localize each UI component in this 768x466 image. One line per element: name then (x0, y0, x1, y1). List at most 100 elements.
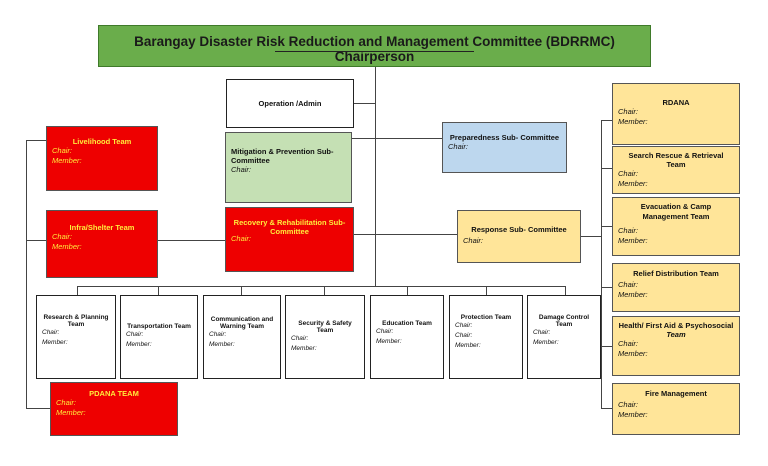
protection-team-label: Protection Team (460, 314, 512, 321)
relief-member-label: Member: (618, 290, 648, 299)
bdrrmc-chairperson-box: Barangay Disaster Risk Reduction and Man… (98, 25, 651, 67)
drop-education (407, 286, 408, 295)
operation-connector (354, 103, 375, 104)
health-firstaid-team-label: Health/ First Aid & Psychosocial (618, 321, 734, 330)
fire-management-label: Fire Management (645, 389, 707, 398)
response-subcommittee-label: Response Sub- Committee (471, 225, 567, 234)
research-planning-team-label: Research & Planning Team (43, 314, 109, 328)
left-tick-livelihood (26, 140, 46, 141)
protection-chair-label-1: Chair: (455, 322, 473, 329)
transportation-chair-label: Chair: (126, 331, 144, 338)
drop-protection (486, 286, 487, 295)
livelihood-team-box: Livelihood Team Chair: Member: (46, 126, 158, 191)
search-rescue-team-box: Search Rescue & Retrieval Team Chair: Me… (612, 146, 740, 194)
recovery-subcommittee-box: Recovery & Rehabilitation Sub-Committee … (225, 207, 354, 272)
fire-member-label: Member: (618, 410, 648, 419)
evacuation-camp-team-box: Evacuation & Camp Management Team Chair:… (612, 197, 740, 256)
education-team-box: Education Team Chair: Member: (370, 295, 444, 379)
mitigation-subcommittee-box: Mitigation & Prevention Sub-Committee Ch… (225, 132, 352, 203)
damage-member-label: Member: (533, 339, 559, 346)
research-member-label: Member: (42, 339, 68, 346)
pdana-chair-label: Chair: (56, 398, 77, 407)
operation-admin-label: Operation /Admin (258, 99, 322, 108)
transportation-team-label: Transportation Team (127, 323, 191, 330)
communication-warning-team-label: Communication and Warning Team (210, 316, 274, 330)
pdana-team-box: PDANA TEAM Chair: Member: (50, 382, 178, 436)
right-tick-relief (601, 287, 612, 288)
response-to-right (581, 236, 601, 237)
damage-control-team-label: Damage Control Team (538, 314, 590, 328)
pdana-member-label: Member: (56, 408, 86, 417)
bottom-bus-line (77, 286, 566, 287)
drop-damage (565, 286, 566, 295)
livelihood-team-label: Livelihood Team (72, 137, 132, 146)
trunk-line (375, 67, 376, 287)
drop-research (77, 286, 78, 295)
right-tick-fire (601, 408, 612, 409)
pdana-team-label: PDANA TEAM (89, 389, 139, 398)
livelihood-member-label: Member: (52, 156, 82, 165)
relief-distribution-team-label: Relief Distribution Team (633, 269, 719, 278)
drop-security (324, 286, 325, 295)
search-chair-label: Chair: (618, 169, 639, 178)
infra-shelter-team-box: Infra/Shelter Team Chair: Member: (46, 210, 158, 278)
right-tick-evacuation (601, 226, 612, 227)
right-tick-rdana (601, 120, 612, 121)
left-bracket-line (26, 140, 27, 408)
transportation-member-label: Member: (126, 341, 152, 348)
rdana-label: RDANA (662, 98, 690, 107)
right-bracket-line (601, 120, 602, 408)
response-subcommittee-box: Response Sub- Committee Chair: (457, 210, 581, 263)
search-rescue-team-label: Search Rescue & Retrieval Team (628, 151, 724, 169)
recovery-connector (354, 234, 458, 235)
health-chair-label: Chair: (618, 339, 639, 348)
mitigation-connector (352, 138, 442, 139)
education-team-label: Education Team (382, 320, 432, 327)
preparedness-subcommittee-box: Preparedness Sub- Committee Chair: (442, 122, 567, 173)
page-title: Barangay Disaster Risk Reduction and Man… (134, 34, 615, 64)
rdana-box: RDANA Chair: Member: (612, 83, 740, 145)
recovery-subcommittee-label: Recovery & Rehabilitation Sub-Committee (233, 218, 346, 236)
communication-member-label: Member: (209, 341, 235, 348)
security-safety-team-label: Security & Safety Team (298, 320, 352, 334)
right-tick-health (601, 346, 612, 347)
research-chair-label: Chair: (42, 329, 60, 336)
relief-distribution-team-box: Relief Distribution Team Chair: Member: (612, 263, 740, 312)
livelihood-chair-label: Chair: (52, 146, 73, 155)
mitigation-chair-label: Chair: (231, 165, 252, 174)
education-chair-label: Chair: (376, 328, 394, 335)
response-chair-label: Chair: (463, 236, 484, 245)
title-signature-line (275, 51, 474, 52)
research-planning-team-box: Research & Planning Team Chair: Member: (36, 295, 116, 379)
recovery-chair-label: Chair: (231, 234, 252, 243)
evacuation-chair-label: Chair: (618, 226, 639, 235)
rdana-member-label: Member: (618, 117, 648, 126)
health-team-suffix: Team (666, 330, 686, 339)
evacuation-member-label: Member: (618, 236, 648, 245)
communication-chair-label: Chair: (209, 331, 227, 338)
rdana-chair-label: Chair: (618, 107, 639, 116)
relief-chair-label: Chair: (618, 280, 639, 289)
security-chair-label: Chair: (291, 335, 309, 342)
left-tick-pdana (26, 408, 50, 409)
security-member-label: Member: (291, 345, 317, 352)
fire-chair-label: Chair: (618, 400, 639, 409)
damage-control-team-box: Damage Control Team Chair: Member: (527, 295, 601, 379)
damage-chair-label: Chair: (533, 329, 551, 336)
protection-member-label: Member: (455, 342, 481, 349)
protection-chair-label-2: Chair: (455, 332, 473, 339)
drop-communication (241, 286, 242, 295)
communication-warning-team-box: Communication and Warning Team Chair: Me… (203, 295, 281, 379)
health-firstaid-team-box: Health/ First Aid & Psychosocial Team Ch… (612, 316, 740, 376)
preparedness-subcommittee-label: Preparedness Sub- Committee (449, 133, 560, 142)
left-tick-infra (26, 240, 46, 241)
mitigation-subcommittee-label: Mitigation & Prevention Sub-Committee (231, 147, 334, 165)
drop-transport (158, 286, 159, 295)
infra-chair-label: Chair: (52, 232, 73, 241)
fire-management-box: Fire Management Chair: Member: (612, 383, 740, 435)
infra-member-label: Member: (52, 242, 82, 251)
health-member-label: Member: (618, 349, 648, 358)
left-to-recovery (158, 240, 225, 241)
protection-team-box: Protection Team Chair: Chair: Member: (449, 295, 523, 379)
infra-shelter-team-label: Infra/Shelter Team (69, 223, 135, 232)
